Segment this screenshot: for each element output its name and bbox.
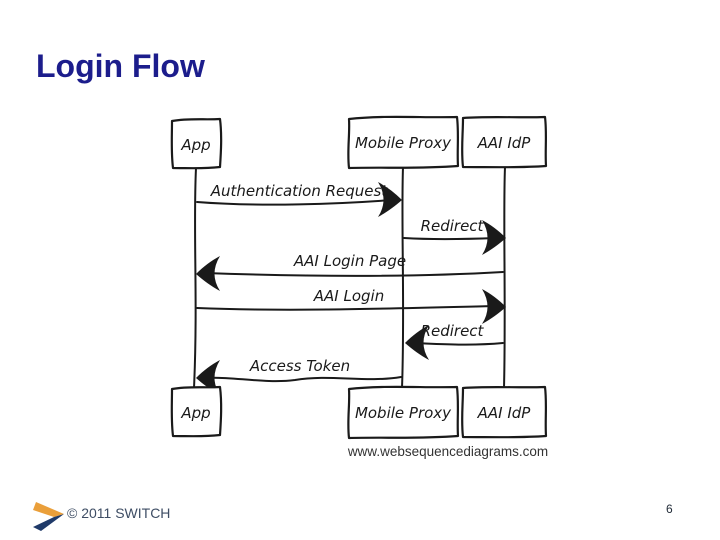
- lifeline-app: [193, 167, 197, 389]
- logo-chevron-navy: [33, 514, 64, 531]
- lifeline-mobile-proxy: [401, 166, 405, 389]
- lifeline-aai-idp: [503, 166, 506, 389]
- message-arrowhead: [405, 325, 429, 360]
- message-label: Authentication Request: [210, 182, 389, 200]
- message-line: [204, 376, 402, 383]
- actor-box-app-bottom: [170, 385, 223, 438]
- actor-label-aai-idp-top: AAI IdP: [477, 134, 532, 152]
- message-line: [196, 199, 393, 206]
- lifelines: [193, 166, 506, 389]
- websequencediagrams-caption: www.websequencediagrams.com: [347, 444, 548, 459]
- message-aai-login-page: AAI Login Page: [196, 252, 504, 291]
- actors-bottom: App Mobile Proxy AAI IdP: [170, 385, 548, 440]
- copyright-text: © 2011 SWITCH: [67, 505, 171, 521]
- slide-title: Login Flow: [36, 48, 205, 84]
- actors-top: App Mobile Proxy AAI IdP: [170, 115, 548, 170]
- actor-box-mobile-proxy-bottom: [347, 385, 460, 440]
- actor-box-mobile-proxy-top: [347, 115, 460, 170]
- actor-box-app-top: [170, 117, 223, 170]
- actor-box-aai-idp-bottom: [461, 385, 548, 439]
- message-arrowhead: [482, 220, 506, 255]
- message-label: AAI Login: [313, 287, 384, 305]
- message-arrowhead: [482, 289, 506, 324]
- message-label: Redirect: [421, 322, 485, 340]
- message-aai-login: AAI Login: [196, 287, 506, 324]
- message-line: [204, 271, 504, 277]
- switch-logo-icon: [33, 502, 64, 531]
- message-redirect-to-idp: Redirect: [403, 217, 506, 255]
- page-number: 6: [666, 502, 673, 516]
- message-arrowhead: [196, 256, 220, 291]
- message-arrowhead: [378, 182, 402, 217]
- message-authentication-request: Authentication Request: [196, 182, 402, 217]
- actor-label-aai-idp-bottom: AAI IdP: [477, 404, 532, 422]
- actor-label-app-top: App: [180, 136, 210, 154]
- message-label: AAI Login Page: [293, 252, 406, 270]
- message-label: Access Token: [249, 357, 350, 375]
- message-line: [413, 342, 504, 346]
- actor-box-aai-idp-top: [461, 115, 548, 169]
- message-line: [403, 237, 497, 241]
- actor-label-mobile-proxy-top: Mobile Proxy: [355, 134, 452, 152]
- message-line: [196, 305, 497, 311]
- logo-chevron-orange: [33, 502, 64, 517]
- actor-label-mobile-proxy-bottom: Mobile Proxy: [355, 404, 452, 422]
- message-redirect-to-proxy: Redirect: [405, 322, 504, 360]
- actor-label-app-bottom: App: [180, 404, 210, 422]
- message-label: Redirect: [421, 217, 485, 235]
